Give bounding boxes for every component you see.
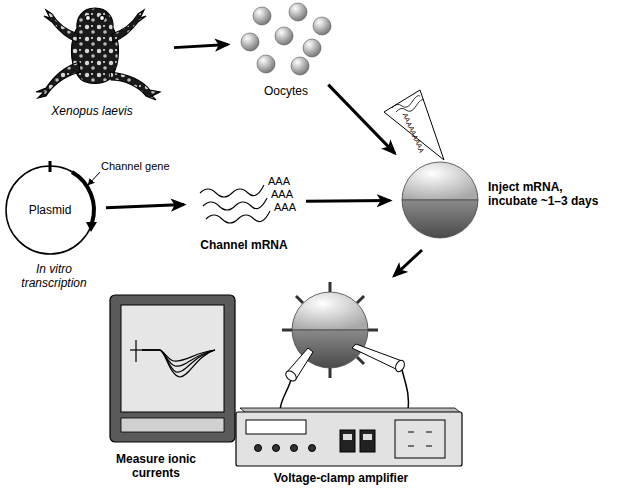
plasmid-circle (6, 161, 100, 254)
flow-arrow (306, 199, 390, 203)
poly-a-tail: AAA (268, 175, 290, 188)
poly-a-tail: AAA (412, 138, 425, 154)
clamped-oocyte (280, 282, 409, 412)
injected-oocyte (384, 90, 478, 238)
node-label: Voltage-clamp amplifier (246, 471, 436, 485)
node-label: Plasmid (8, 203, 92, 217)
amplifier-node: Voltage-clamp amplifier (236, 412, 462, 466)
plasmid-node: PlasmidIn vitro transcription (6, 166, 94, 254)
mrna-strands (200, 185, 270, 223)
amplifier (236, 408, 462, 466)
oocyte-cluster (241, 3, 331, 75)
monitor-node: Measure ionic currents (110, 295, 235, 442)
injected-oocyte-node: Inject mRNA, incubate ~1–3 days (402, 162, 478, 238)
node-label: Measure ionic currents (106, 452, 206, 481)
flow-arrow (328, 85, 395, 154)
poly-a-tail: AAA (274, 201, 296, 214)
monitor (110, 295, 235, 442)
node-label: Xenopus laevis (30, 104, 154, 118)
callout-label: Channel gene (101, 160, 170, 173)
poly-a-tail: AAA (271, 188, 293, 201)
frog-illustration (36, 8, 160, 100)
flow-arrow (174, 44, 228, 47)
node-label: Channel mRNA (186, 238, 302, 252)
frog-figure: Xenopus laevis (38, 4, 162, 100)
oocyte-group: Oocytes (240, 6, 332, 76)
node-label: Oocytes (246, 84, 326, 98)
flow-arrow (394, 250, 422, 276)
node-label: Inject mRNA, incubate ~1–3 days (488, 180, 613, 209)
node-note: In vitro transcription (14, 262, 94, 291)
flow-arrow (106, 205, 184, 208)
